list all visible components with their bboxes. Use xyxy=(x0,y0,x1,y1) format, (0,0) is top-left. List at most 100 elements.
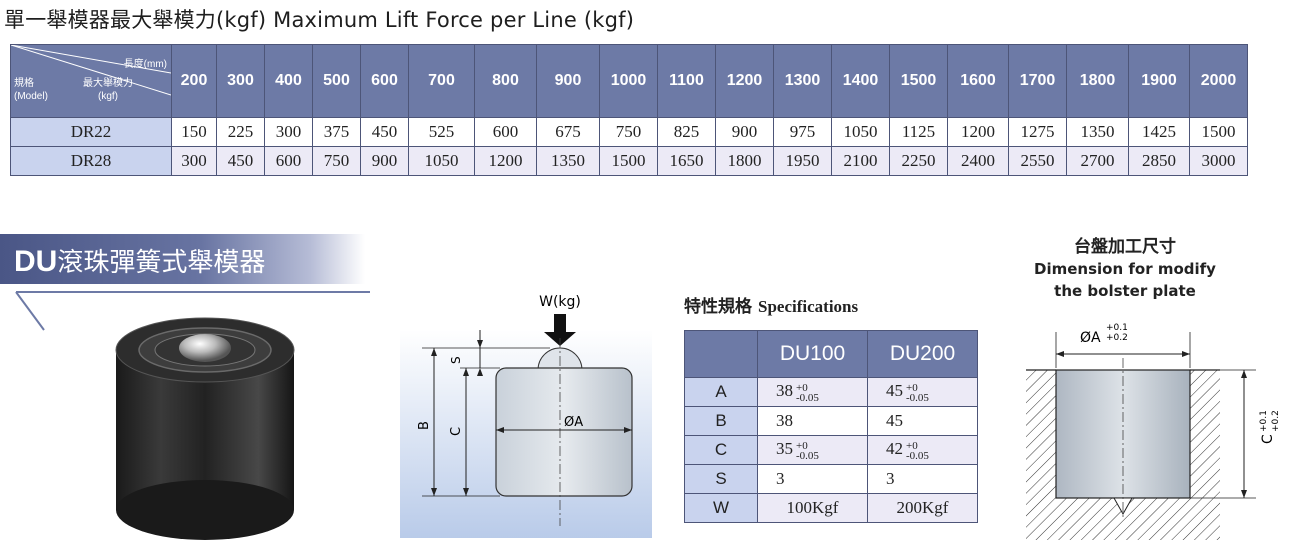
length-header-600: 600 xyxy=(360,44,409,118)
spec-header-blank xyxy=(684,330,758,378)
du-banner-prefix: DU xyxy=(14,245,58,278)
lift-cell: 975 xyxy=(773,117,832,147)
spec-header-du100: DU100 xyxy=(757,330,868,378)
lift-cell: 750 xyxy=(312,146,361,176)
corner-spec-en: (Model) xyxy=(14,91,48,102)
spec-value: 45 xyxy=(886,381,903,401)
bolster-title-en-2: the bolster plate xyxy=(1054,282,1196,300)
lift-cell: 600 xyxy=(264,146,313,176)
spec-cell: 42+0-0.05 xyxy=(867,435,978,465)
spec-tolerance-lower: -0.05 xyxy=(796,391,819,404)
corner-force-zh: 最大舉模力 xyxy=(83,78,133,89)
spec-title-zh: 特性規格 xyxy=(684,297,752,317)
spec-value: 3 xyxy=(886,469,895,488)
length-header-500: 500 xyxy=(312,44,361,118)
spec-tolerance-upper: +0 xyxy=(906,381,918,394)
lift-cell: 1200 xyxy=(474,146,537,176)
length-header-1500: 1500 xyxy=(889,44,948,118)
lift-cell: 900 xyxy=(360,146,409,176)
spec-cell: 38+0-0.05 xyxy=(757,377,868,407)
spec-header-du200: DU200 xyxy=(867,330,978,378)
spec-cell: 38 xyxy=(757,406,868,436)
lift-cell: 450 xyxy=(360,117,409,147)
dim-b-label: B xyxy=(417,421,432,430)
length-header-400: 400 xyxy=(264,44,313,118)
page-title: 單一舉模器最大舉模力(kgf) Maximum Lift Force per L… xyxy=(4,8,635,32)
lift-table-corner: 長度(mm) 規格 (Model) 最大舉模力 (kgf) xyxy=(10,44,172,118)
lift-cell: 750 xyxy=(599,117,658,147)
lift-cell: 225 xyxy=(216,117,265,147)
lift-cell: 1275 xyxy=(1008,117,1067,147)
length-header-200: 200 xyxy=(171,44,217,118)
lift-cell: 1500 xyxy=(599,146,658,176)
corner-spec-zh: 規格 xyxy=(14,78,34,89)
spec-cell: 100Kgf xyxy=(757,493,868,523)
spec-tolerance-upper: +0 xyxy=(796,439,808,452)
lift-cell: 1050 xyxy=(408,146,475,176)
bolster-c-label: C xyxy=(1260,434,1276,444)
load-label: W(kg) xyxy=(539,294,581,310)
corner-diagonals xyxy=(11,45,171,96)
dim-c-label: C xyxy=(449,427,464,436)
lift-cell: 375 xyxy=(312,117,361,147)
spec-row-label: A xyxy=(684,377,758,407)
lift-cell: 525 xyxy=(408,117,475,147)
length-header-2000: 2000 xyxy=(1189,44,1248,118)
du-banner-text: 滾珠彈簧式舉模器 xyxy=(57,248,266,278)
lift-cell: 2250 xyxy=(889,146,948,176)
lift-cell: 150 xyxy=(171,117,217,147)
spec-tolerance-upper: +0 xyxy=(796,381,808,394)
du-banner xyxy=(0,234,365,284)
dim-s-label: S xyxy=(449,356,463,364)
bolster-a-tol-low: +0.2 xyxy=(1106,333,1128,343)
lift-cell: 900 xyxy=(715,117,774,147)
lift-cell: 1425 xyxy=(1128,117,1190,147)
length-header-1300: 1300 xyxy=(773,44,832,118)
bolster-title-en-1: Dimension for modify xyxy=(1034,260,1216,278)
spec-tolerance-lower: -0.05 xyxy=(906,391,929,404)
lift-cell: 300 xyxy=(264,117,313,147)
length-header-1600: 1600 xyxy=(947,44,1009,118)
lift-cell: 825 xyxy=(657,117,716,147)
corner-force-label: 最大舉模力 (kgf) xyxy=(83,77,133,103)
length-header-300: 300 xyxy=(216,44,265,118)
lift-cell: 1950 xyxy=(773,146,832,176)
lift-cell: 2400 xyxy=(947,146,1009,176)
spec-row-label: W xyxy=(684,493,758,523)
spec-cell: 45+0-0.05 xyxy=(867,377,978,407)
spec-tolerance: +0-0.05 xyxy=(796,381,819,404)
spec-cell: 3 xyxy=(757,464,868,494)
lift-cell: 3000 xyxy=(1189,146,1248,176)
spec-value: 42 xyxy=(886,439,903,459)
length-header-1400: 1400 xyxy=(831,44,890,118)
lift-cell: 2550 xyxy=(1008,146,1067,176)
banner-decoration xyxy=(15,291,370,331)
bolster-diagram: ØA +0.1 +0.2 C +0.1 +0.2 xyxy=(1026,323,1281,540)
spec-value: 100Kgf xyxy=(786,498,839,517)
lift-cell: 2850 xyxy=(1128,146,1190,176)
spec-row-label: C xyxy=(684,435,758,465)
spec-title-en: Specifications xyxy=(758,297,859,316)
lift-row-model: DR22 xyxy=(10,117,172,147)
spec-cell: 35+0-0.05 xyxy=(757,435,868,465)
lift-cell: 1200 xyxy=(947,117,1009,147)
spec-cell: 45 xyxy=(867,406,978,436)
lift-cell: 1650 xyxy=(657,146,716,176)
corner-length-label: 長度(mm) xyxy=(123,59,167,70)
corner-force-unit: (kgf) xyxy=(98,91,118,102)
lift-cell: 2700 xyxy=(1066,146,1129,176)
length-header-1100: 1100 xyxy=(657,44,716,118)
lift-cell: 450 xyxy=(216,146,265,176)
spec-tolerance-upper: +0 xyxy=(906,439,918,452)
spec-tolerance: +0-0.05 xyxy=(906,381,929,404)
bolster-title-zh: 台盤加工尺寸 xyxy=(1074,237,1176,257)
